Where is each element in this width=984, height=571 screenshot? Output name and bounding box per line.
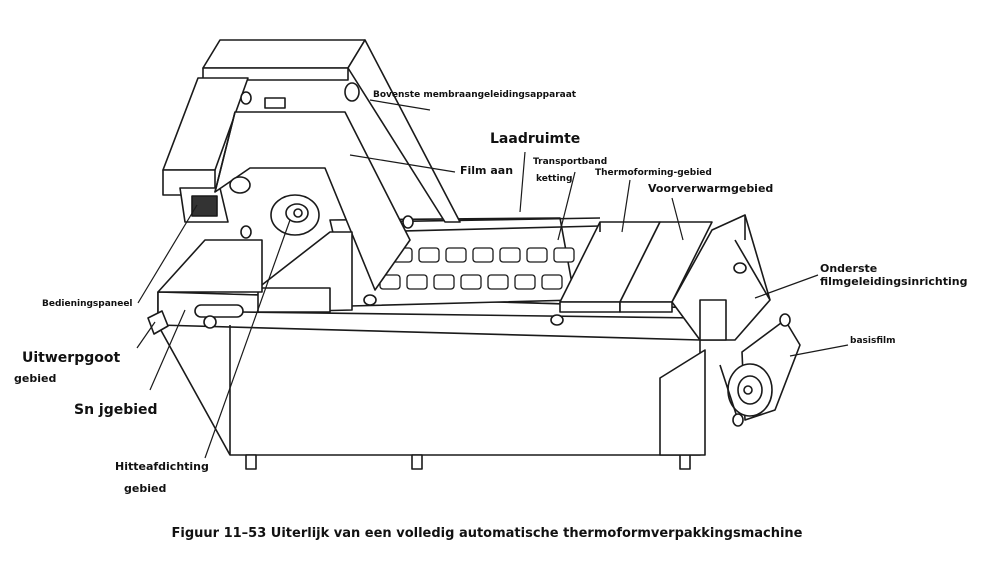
- base-film-roll: [719, 313, 801, 427]
- label-chain: ketting: [536, 174, 573, 184]
- ejection-chute: [147, 310, 169, 335]
- side-cover: [659, 349, 706, 456]
- leader-lines: [136, 99, 849, 459]
- adjuster-knobs: [363, 294, 564, 326]
- mould-cavities: [379, 247, 575, 290]
- label-ejection-chute-line2: gebied: [14, 372, 57, 385]
- heat-seal-block: [257, 231, 353, 313]
- label-base-film: basisfilm: [850, 336, 896, 346]
- preheat-block: [619, 221, 713, 313]
- cutting-unit: [157, 239, 263, 329]
- upper-tower: [202, 39, 461, 223]
- label-lower-film-guide-line1: Onderste: [820, 262, 878, 275]
- control-panel-box: [179, 187, 229, 223]
- label-ejection-chute-line1: Uitwerpgoot: [22, 350, 121, 366]
- label-heat-seal-line2: gebied: [124, 482, 167, 495]
- figure-caption: Figuur 11–53 Uiterlijk van een volledig …: [171, 526, 803, 541]
- thermoforming-block: [559, 221, 661, 313]
- film-roll: [270, 194, 320, 236]
- label-thermoforming-area: Thermoforming-gebied: [595, 168, 712, 178]
- label-upper-membrane: Bovenste membraangeleidingsapparaat: [373, 90, 577, 100]
- label-cutting-area: Sn jgebied: [74, 402, 158, 418]
- label-film-on: Film aan: [460, 164, 514, 177]
- label-loading-space: Laadruimte: [490, 131, 581, 147]
- label-control-panel: Bedieningspaneel: [42, 299, 133, 309]
- machine-legs: [245, 454, 691, 470]
- label-preheat-area: Voorverwarmgebied: [648, 182, 774, 195]
- label-heat-seal-line1: Hitteafdichting: [115, 460, 209, 473]
- label-transport-belt: Transportband: [533, 157, 608, 167]
- guide-spools: [229, 82, 414, 239]
- lower-film-guide: [671, 214, 771, 341]
- label-lower-film-guide-line2: filmgeleidingsinrichting: [820, 275, 968, 288]
